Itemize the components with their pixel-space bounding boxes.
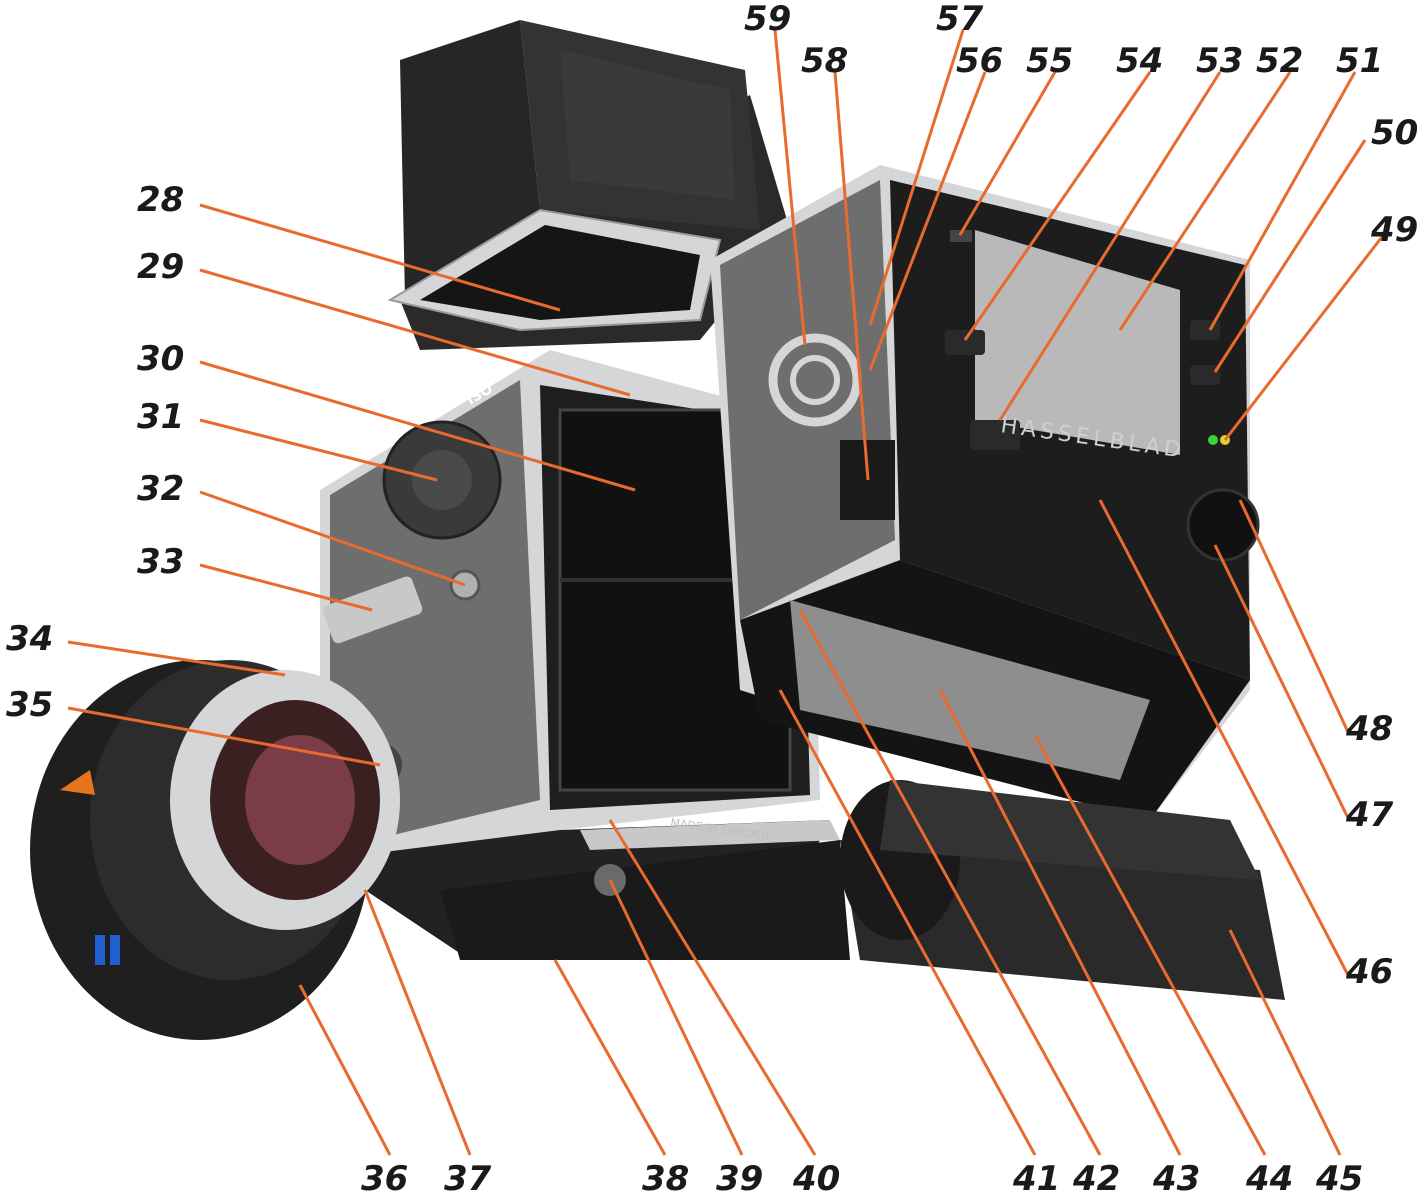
callout-number-51: 51 [1336, 41, 1384, 81]
leader-line-59 [773, 29, 807, 346]
leader-line-37 [363, 889, 472, 1156]
callout-number-52: 52 [1256, 41, 1304, 81]
leader-line-55 [958, 71, 1057, 236]
leader-line-36 [298, 984, 392, 1156]
callout-number-37: 37 [444, 1159, 492, 1199]
callout-number-48: 48 [1346, 709, 1394, 749]
callout-number-38: 38 [642, 1159, 690, 1199]
leader-line-57 [868, 29, 965, 326]
callout-number-31: 31 [137, 397, 185, 437]
callout-number-33: 33 [137, 542, 185, 582]
leader-line-29 [199, 268, 631, 397]
leader-line-38 [553, 959, 667, 1156]
battery [840, 780, 1285, 1000]
lens [30, 660, 400, 1040]
leader-line-48 [1238, 499, 1350, 733]
leader-line-44 [1033, 734, 1267, 1156]
callout-number-47: 47 [1346, 795, 1394, 835]
callout-number-59: 59 [744, 0, 792, 39]
leader-line-28 [199, 203, 561, 312]
callout-number-34: 34 [6, 619, 54, 659]
leader-line-58 [833, 71, 870, 481]
leader-line-30 [199, 360, 636, 492]
callout-number-28: 28 [137, 180, 185, 220]
callout-number-53: 53 [1196, 41, 1244, 81]
leader-line-40 [608, 819, 817, 1156]
callout-number-35: 35 [6, 685, 54, 725]
leader-line-52 [1118, 71, 1292, 331]
leader-line-41 [778, 689, 1037, 1156]
callout-number-39: 39 [716, 1159, 764, 1199]
leader-line-54 [963, 71, 1152, 341]
leader-lines [67, 29, 1387, 1156]
callout-number-55: 55 [1026, 41, 1074, 81]
callout-number-44: 44 [1246, 1159, 1294, 1199]
viewfinder-hood [387, 20, 790, 350]
leader-line-51 [1208, 71, 1357, 331]
callout-number-58: 58 [801, 41, 849, 81]
callout-number-54: 54 [1116, 41, 1164, 81]
callout-number-30: 30 [137, 339, 185, 379]
callout-number-40: 40 [793, 1159, 841, 1199]
leader-line-33 [199, 563, 373, 612]
leader-line-31 [199, 418, 438, 482]
callout-number-49: 49 [1371, 210, 1419, 250]
callout-number-29: 29 [137, 247, 185, 287]
callout-number-45: 45 [1316, 1159, 1364, 1199]
callout-number-36: 36 [361, 1159, 409, 1199]
callout-number-43: 43 [1153, 1159, 1201, 1199]
callout-number-41: 41 [1013, 1159, 1061, 1199]
leader-line-45 [1228, 929, 1342, 1156]
callout-number-32: 32 [137, 469, 185, 509]
leader-line-34 [67, 640, 286, 677]
leader-line-53 [998, 71, 1222, 421]
leader-line-49 [1223, 232, 1387, 441]
digital-back [710, 165, 1260, 820]
leader-line-39 [608, 879, 744, 1156]
callout-number-46: 46 [1346, 952, 1394, 992]
leader-line-43 [938, 689, 1182, 1156]
leader-line-56 [868, 71, 987, 371]
leader-line-42 [798, 609, 1102, 1156]
callout-number-57: 57 [936, 0, 984, 39]
callout-number-50: 50 [1371, 113, 1419, 153]
leader-line-35 [67, 706, 381, 767]
leader-line-32 [199, 490, 466, 587]
callout-number-56: 56 [956, 41, 1004, 81]
leader-line-47 [1213, 544, 1350, 819]
callout-number-42: 42 [1073, 1159, 1121, 1199]
leader-line-46 [1098, 499, 1350, 976]
leader-line-50 [1213, 139, 1367, 373]
